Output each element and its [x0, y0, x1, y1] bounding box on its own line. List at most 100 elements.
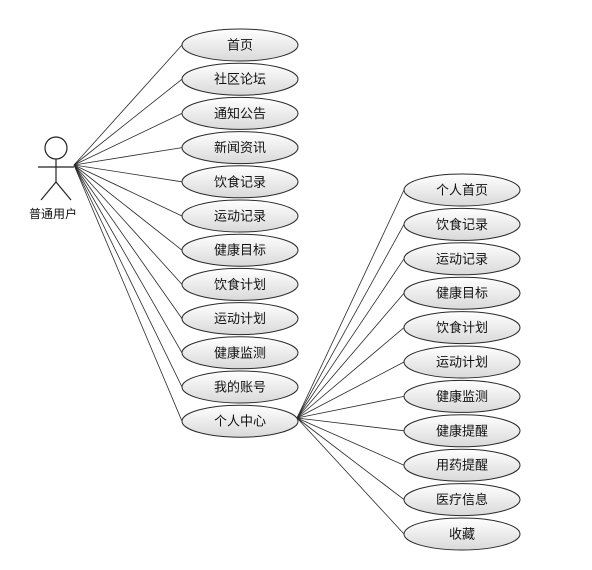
- use-case-label: 运动记录: [214, 210, 266, 225]
- use-case-oval[interactable]: [181, 131, 299, 165]
- use-case-sub-4[interactable]: 健康目标: [403, 276, 521, 310]
- use-case-main-2[interactable]: 社区论坛: [181, 62, 299, 96]
- use-case-label: 运动计划: [214, 312, 266, 327]
- use-case-oval[interactable]: [181, 233, 299, 267]
- use-case-oval[interactable]: [181, 62, 299, 96]
- association-line: [296, 292, 405, 419]
- use-case-main-7[interactable]: 健康目标: [181, 233, 299, 267]
- use-case-label: 饮食计划: [214, 277, 266, 293]
- use-case-oval[interactable]: [403, 276, 521, 310]
- use-case-oval[interactable]: [181, 96, 299, 130]
- use-case-label: 社区论坛: [214, 72, 266, 88]
- use-case-label: 个人中心: [214, 415, 266, 430]
- use-case-label: 健康监测: [214, 345, 266, 361]
- use-case-label: 个人首页: [436, 184, 488, 199]
- use-case-main-4[interactable]: 新闻资讯: [181, 131, 299, 165]
- use-case-main-8[interactable]: 饮食计划: [181, 267, 299, 301]
- use-case-label: 我的账号: [214, 380, 266, 396]
- association-line: [296, 396, 405, 419]
- association-line: [73, 44, 183, 166]
- use-case-oval[interactable]: [403, 448, 521, 482]
- use-case-label: 首页: [227, 39, 253, 54]
- association-line: [296, 417, 405, 432]
- association-line: [296, 224, 405, 419]
- use-case-sub-9[interactable]: 用药提醒: [403, 448, 521, 482]
- association-line: [73, 164, 183, 422]
- use-case-oval[interactable]: [181, 370, 299, 404]
- use-case-oval[interactable]: [181, 165, 299, 199]
- use-case-main-3[interactable]: 通知公告: [181, 96, 299, 130]
- use-case-oval[interactable]: [181, 302, 299, 336]
- use-case-oval[interactable]: [403, 483, 521, 517]
- association-line: [73, 164, 183, 217]
- association-line: [296, 361, 405, 419]
- association-line: [73, 164, 183, 285]
- use-case-label: 通知公告: [214, 106, 266, 122]
- use-case-label: 饮食记录: [214, 174, 266, 190]
- use-case-main-9[interactable]: 运动计划: [181, 302, 299, 336]
- use-case-label: 收藏: [449, 528, 475, 543]
- association-line: [296, 327, 405, 419]
- association-line: [73, 147, 183, 166]
- use-case-oval[interactable]: [403, 311, 521, 345]
- use-case-oval[interactable]: [403, 173, 521, 207]
- association-line: [296, 417, 405, 500]
- use-case-sub-11[interactable]: 收藏: [403, 517, 521, 551]
- actor-label: 普通用户: [29, 206, 77, 221]
- actor-left-leg-icon: [40, 181, 57, 201]
- use-case-oval[interactable]: [403, 517, 521, 551]
- association-line: [296, 258, 405, 419]
- association-line: [73, 78, 183, 166]
- use-case-sub-8[interactable]: 健康提醒: [403, 414, 521, 448]
- actor-normal-user: 普通用户: [29, 136, 77, 221]
- association-lines: [73, 44, 405, 535]
- use-case-main-5[interactable]: 饮食记录: [181, 165, 299, 199]
- use-case-oval[interactable]: [181, 404, 299, 438]
- use-case-oval[interactable]: [181, 336, 299, 370]
- use-case-main-6[interactable]: 运动记录: [181, 199, 299, 233]
- use-case-oval[interactable]: [403, 345, 521, 379]
- actor-head-icon: [44, 136, 68, 160]
- use-case-main-12[interactable]: 个人中心: [181, 404, 299, 438]
- association-line: [296, 189, 405, 419]
- association-line: [73, 164, 183, 251]
- use-case-label: 健康监测: [436, 389, 488, 405]
- association-line: [73, 113, 183, 166]
- use-case-oval[interactable]: [403, 379, 521, 413]
- use-case-main-11[interactable]: 我的账号: [181, 370, 299, 404]
- association-line: [73, 164, 183, 353]
- use-case-main-1[interactable]: 首页: [181, 28, 299, 62]
- use-case-main-10[interactable]: 健康监测: [181, 336, 299, 370]
- association-line: [296, 417, 405, 535]
- use-case-sub-3[interactable]: 运动记录: [403, 242, 521, 276]
- association-line: [296, 417, 405, 466]
- use-case-label: 健康目标: [436, 286, 488, 302]
- use-case-label: 饮食计划: [436, 320, 488, 336]
- use-case-label: 运动计划: [436, 356, 488, 371]
- use-case-label: 医疗信息: [436, 492, 488, 508]
- use-case-sub-10[interactable]: 医疗信息: [403, 483, 521, 517]
- association-line: [73, 164, 183, 319]
- association-line: [73, 164, 183, 388]
- use-case-oval[interactable]: [181, 267, 299, 301]
- actor-right-leg-icon: [55, 181, 72, 201]
- use-case-label: 用药提醒: [436, 458, 488, 474]
- use-case-oval[interactable]: [403, 414, 521, 448]
- use-case-sub-2[interactable]: 饮食记录: [403, 207, 521, 241]
- use-case-label: 健康目标: [214, 243, 266, 259]
- personal-center-use-cases: 个人首页饮食记录运动记录健康目标饮食计划运动计划健康监测健康提醒用药提醒医疗信息…: [403, 173, 521, 551]
- use-case-sub-7[interactable]: 健康监测: [403, 379, 521, 413]
- use-case-oval[interactable]: [403, 242, 521, 276]
- use-case-label: 饮食记录: [436, 217, 488, 233]
- use-case-sub-1[interactable]: 个人首页: [403, 173, 521, 207]
- main-use-cases: 首页社区论坛通知公告新闻资讯饮食记录运动记录健康目标饮食计划运动计划健康监测我的…: [181, 28, 299, 438]
- use-case-label: 健康提醒: [436, 423, 488, 439]
- use-case-sub-5[interactable]: 饮食计划: [403, 311, 521, 345]
- association-line: [73, 164, 183, 183]
- use-case-sub-6[interactable]: 运动计划: [403, 345, 521, 379]
- use-case-oval[interactable]: [181, 199, 299, 233]
- use-case-label: 运动记录: [436, 252, 488, 267]
- use-case-oval[interactable]: [403, 207, 521, 241]
- use-case-oval[interactable]: [181, 28, 299, 62]
